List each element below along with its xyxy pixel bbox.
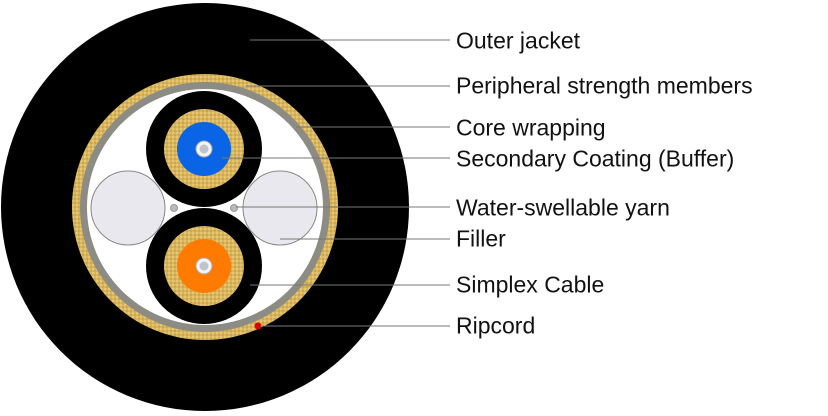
label-filler: Filler: [456, 225, 506, 252]
leader-lines: [222, 39, 450, 327]
label-secondary-coating: Secondary Coating (Buffer): [456, 145, 735, 172]
label-water-swellable-yarn: Water-swellable yarn: [456, 194, 670, 221]
water-swellable-yarn-right: [230, 204, 238, 212]
simplex-cable-bottom: [146, 208, 262, 324]
water-swellable-yarn-left: [170, 204, 178, 212]
label-peripheral-strength-members: Peripheral strength members: [456, 72, 753, 99]
ripcord: [254, 322, 262, 330]
label-outer-jacket: Outer jacket: [456, 27, 580, 54]
label-core-wrapping: Core wrapping: [456, 114, 606, 141]
filler-right: [242, 170, 318, 246]
label-simplex-cable: Simplex Cable: [456, 271, 605, 298]
label-ripcord: Ripcord: [456, 312, 536, 339]
filler-left: [90, 170, 166, 246]
simplex-cable-top: [146, 91, 262, 207]
